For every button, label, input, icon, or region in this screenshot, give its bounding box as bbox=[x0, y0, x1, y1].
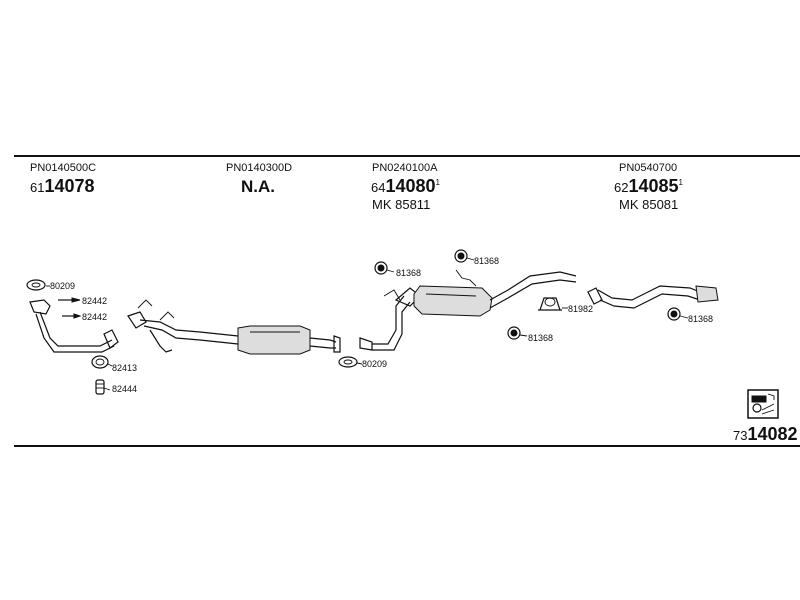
part-label-81368-a: 81368 bbox=[396, 268, 421, 278]
part-label-81982: 81982 bbox=[568, 304, 593, 314]
section-4-pn: PN0540700 bbox=[619, 162, 677, 174]
section-3-number: 64140801 bbox=[371, 176, 441, 196]
gasket-80209-front bbox=[26, 279, 50, 291]
section-1-prefix: 61 bbox=[30, 180, 44, 195]
section-2-pn: PN0140300D bbox=[226, 162, 292, 174]
section-1-pn: PN0140500C bbox=[30, 162, 96, 174]
middle-pipe-assembly bbox=[127, 299, 341, 355]
part-label-81368-c: 81368 bbox=[528, 333, 553, 343]
part-label-81368-b: 81368 bbox=[474, 256, 499, 266]
clamp-81982 bbox=[538, 297, 568, 311]
part-label-80209-center: 80209 bbox=[362, 359, 387, 369]
ring-82413 bbox=[91, 355, 113, 369]
section-4-sup: 1 bbox=[679, 178, 684, 187]
section-3-sup: 1 bbox=[436, 178, 441, 187]
exhaust-kit-icon bbox=[747, 389, 779, 419]
section-3-code: 14080 bbox=[385, 176, 435, 196]
section-3-prefix: 64 bbox=[371, 180, 385, 195]
section-3-pn: PN0240100A bbox=[372, 162, 438, 174]
part-label-82442-upper: 82442 bbox=[82, 296, 107, 306]
part-label-82413: 82413 bbox=[112, 363, 137, 373]
section-2-code: N.A. bbox=[241, 177, 275, 196]
gasket-80209-center bbox=[338, 356, 363, 368]
part-label-80209-front: 80209 bbox=[50, 281, 75, 291]
part-label-81368-d: 81368 bbox=[688, 314, 713, 324]
muffler-rear bbox=[359, 269, 577, 351]
part-label-82442-lower: 82442 bbox=[82, 312, 107, 322]
bolt-82442-lower bbox=[62, 313, 82, 319]
footer-prefix: 73 bbox=[733, 428, 747, 443]
section-1-number: 6114078 bbox=[30, 176, 95, 196]
hanger-81368-c bbox=[507, 326, 528, 340]
bolt-82442-upper bbox=[58, 297, 81, 303]
section-1-code: 14078 bbox=[44, 176, 94, 196]
hanger-81368-a bbox=[374, 261, 395, 275]
tailpipe bbox=[587, 285, 719, 309]
section-4-mk: MK 85081 bbox=[619, 197, 678, 212]
section-4-prefix: 62 bbox=[614, 180, 628, 195]
hanger-81368-d bbox=[667, 307, 689, 321]
footer-number: 7314082 bbox=[733, 424, 798, 444]
section-4-code: 14085 bbox=[628, 176, 678, 196]
section-4-number: 62140851 bbox=[614, 176, 684, 196]
footer-code: 14082 bbox=[747, 424, 797, 444]
spring-82444 bbox=[95, 379, 111, 395]
section-3-mk: MK 85811 bbox=[372, 197, 430, 212]
part-label-82444: 82444 bbox=[112, 384, 137, 394]
downpipe-front bbox=[29, 299, 119, 353]
hanger-81368-b bbox=[454, 249, 475, 263]
